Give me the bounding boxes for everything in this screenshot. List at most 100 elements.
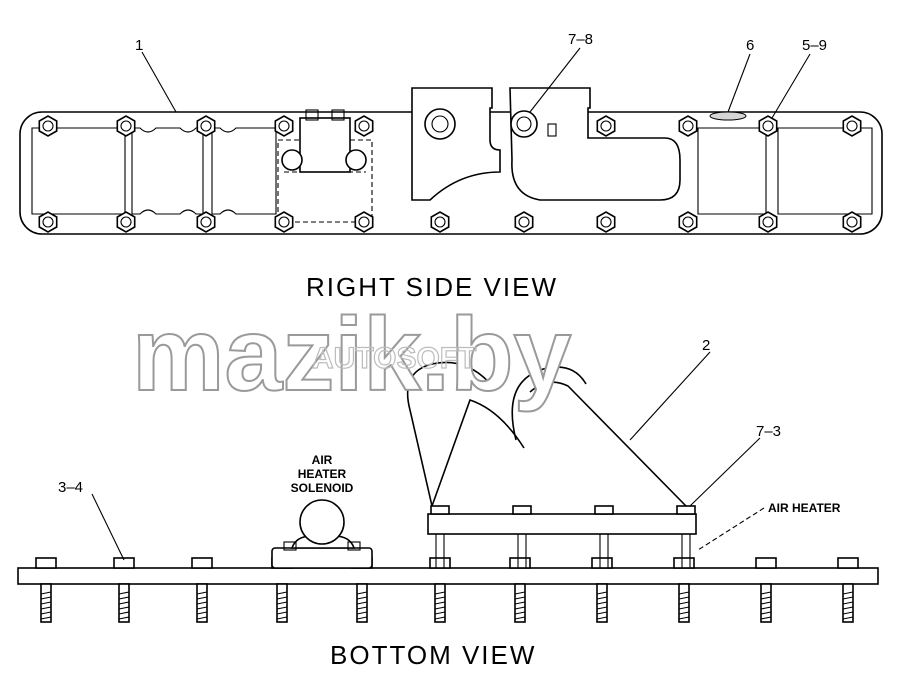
boss-large-right-inner	[516, 116, 532, 132]
bolt-bottom-4-center	[278, 216, 290, 228]
tube-right-outer	[511, 366, 587, 441]
leader-2	[629, 351, 711, 441]
leader-5-9	[771, 53, 811, 119]
tube-right-inner	[529, 381, 687, 507]
callout-7-8: 7–8	[568, 31, 593, 48]
caption-right-side-view: RIGHT SIDE VIEW	[306, 272, 558, 302]
heater-post-1	[430, 505, 450, 568]
panel-1	[31, 127, 126, 215]
bolt-top-8-center	[762, 120, 774, 132]
bolt-bottom-11-center	[846, 216, 858, 228]
bolt-bottom-7	[514, 211, 534, 233]
leader-air-heater	[697, 507, 765, 551]
leader-7-3	[689, 437, 761, 507]
solenoid-nut-right	[345, 149, 367, 171]
solenoid-label-line-3: SOLENOID	[291, 481, 354, 495]
bolt-top-2-center	[120, 120, 132, 132]
bolt-bottom-2-center	[120, 216, 132, 228]
bolt-bottom-5-center	[358, 216, 370, 228]
bolt-top-8	[758, 115, 778, 137]
bolt-bottom-10	[758, 211, 778, 233]
bottom-view-drawing	[17, 351, 879, 623]
bracket-bolt-right	[331, 109, 345, 121]
solenoid-nut-left	[281, 149, 303, 171]
bolt-bottom-1	[38, 211, 58, 233]
outlet-elbow-left	[411, 87, 501, 201]
watermark-overlay: AUTOSOFT	[312, 342, 476, 375]
air-heater-plate	[427, 513, 697, 535]
stud-1	[35, 557, 57, 623]
heater-post-2	[512, 505, 532, 568]
bottom-flange	[17, 567, 879, 585]
bolt-top-3	[196, 115, 216, 137]
stud-8	[591, 557, 613, 623]
stud-row	[35, 557, 859, 623]
bolt-bottom-8-center	[600, 216, 612, 228]
bolt-top-6-center	[600, 120, 612, 132]
bolt-top-3-center	[200, 120, 212, 132]
bolt-top-7-center	[682, 120, 694, 132]
bolt-bottom-1-center	[42, 216, 54, 228]
bolt-bottom-9	[678, 211, 698, 233]
solenoid-bracket	[299, 117, 351, 173]
leader-7-8	[529, 47, 581, 113]
bolt-bottom-11	[842, 211, 862, 233]
bolt-bottom-5	[354, 211, 374, 233]
bolt-top-4	[274, 115, 294, 137]
bolt-bottom-9-center	[682, 216, 694, 228]
bolt-top-4-center	[278, 120, 290, 132]
callout-1: 1	[135, 37, 143, 54]
tube-left-outer	[406, 361, 495, 507]
solenoid-cylinder	[299, 499, 345, 545]
stud-2	[113, 557, 135, 623]
bolt-top-6	[596, 115, 616, 137]
bolt-bottom-10-center	[762, 216, 774, 228]
stud-9	[673, 557, 695, 623]
bolt-row-top	[38, 115, 862, 137]
callout-2: 2	[702, 337, 710, 354]
stud-11	[837, 557, 859, 623]
bolt-top-5	[354, 115, 374, 137]
bolt-bottom-3-center	[200, 216, 212, 228]
bolt-bottom-8	[596, 211, 616, 233]
tube-left-inner	[431, 398, 525, 507]
outlet-elbow-right	[509, 87, 681, 201]
panel-3	[211, 127, 277, 215]
bolt-top-7	[678, 115, 698, 137]
heater-post-3	[594, 505, 614, 568]
solenoid-label-line-1: AIR	[312, 453, 333, 467]
bolt-top-9	[842, 115, 862, 137]
bolt-bottom-6	[430, 211, 450, 233]
panel-4	[697, 127, 767, 215]
bolt-bottom-3	[196, 211, 216, 233]
bolt-bottom-6-center	[434, 216, 446, 228]
solenoid-label-line-2: HEATER	[298, 467, 347, 481]
leader-1	[141, 51, 177, 113]
stud-3	[191, 557, 213, 623]
right-side-view-drawing	[19, 47, 883, 235]
bolt-row-bottom	[38, 211, 862, 233]
bolt-bottom-4	[274, 211, 294, 233]
solenoid-nut-b	[347, 541, 361, 551]
boss-large-left	[424, 108, 456, 140]
callout-6: 6	[746, 37, 754, 54]
callout-7-3: 7–3	[756, 423, 781, 440]
bracket-bolt-left	[305, 109, 319, 121]
bolt-top-1-center	[42, 120, 54, 132]
bolt-bottom-7-center	[518, 216, 530, 228]
bolt-top-2	[116, 115, 136, 137]
boss-large-left-inner	[431, 115, 449, 133]
caption-bottom-view: BOTTOM VIEW	[330, 640, 536, 670]
bolt-top-5-center	[358, 120, 370, 132]
gasket-6-shape	[709, 111, 747, 121]
stud-7	[509, 557, 531, 623]
stud-10	[755, 557, 777, 623]
stud-6	[429, 557, 451, 623]
watermark-main: mazik.by	[132, 297, 571, 413]
boss-large-right	[510, 110, 538, 138]
callout-air-heater: AIR HEATER	[768, 501, 841, 515]
outlet-plug	[547, 123, 557, 137]
leader-6	[727, 53, 751, 113]
solenoid-nut-a	[283, 541, 297, 551]
